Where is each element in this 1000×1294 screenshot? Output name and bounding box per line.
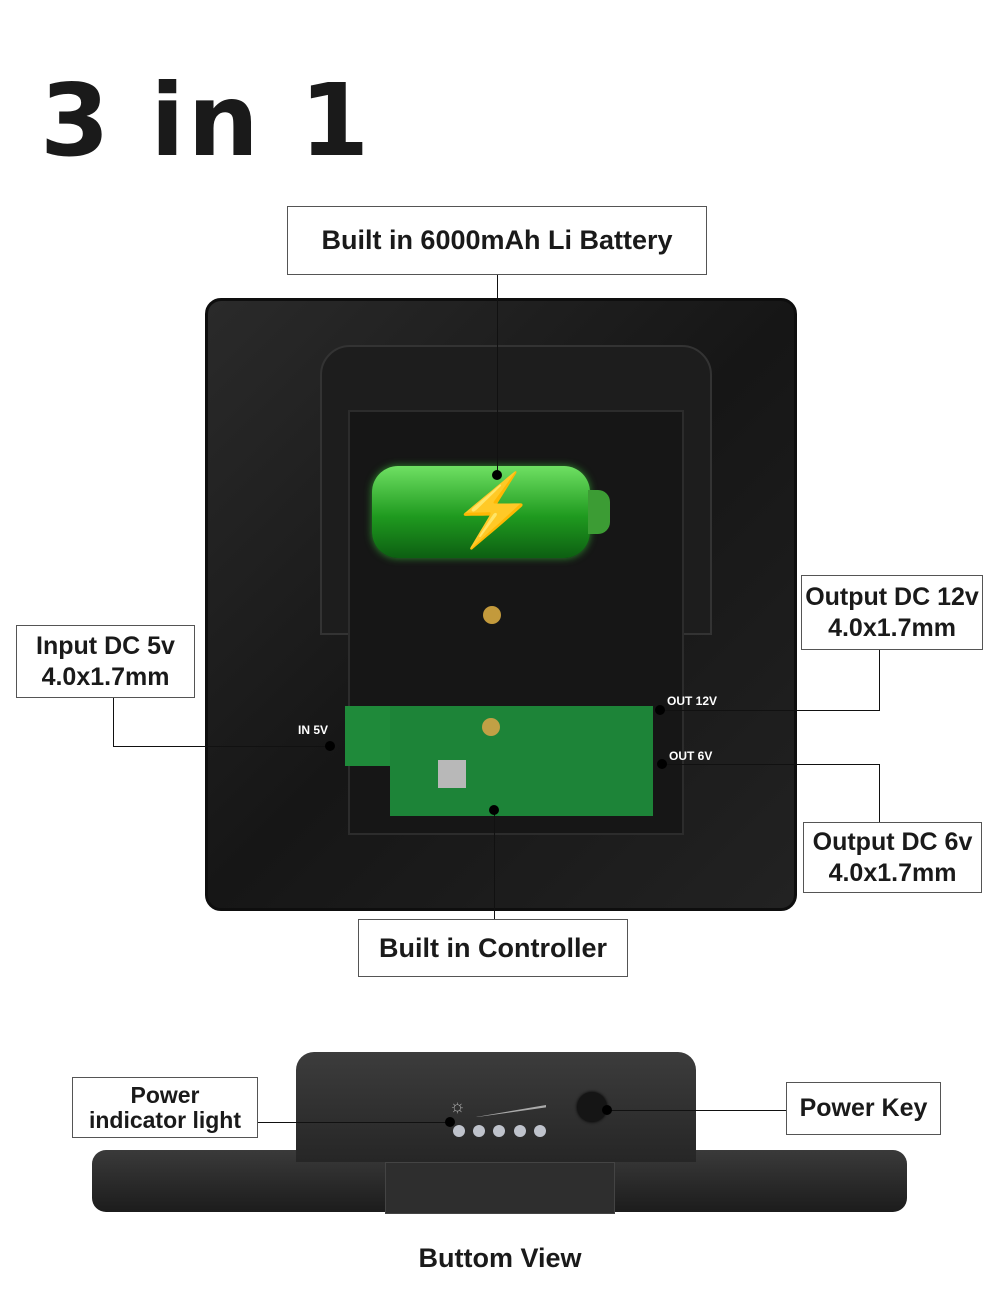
leader-line	[497, 274, 498, 475]
battery-icon	[372, 466, 590, 558]
leader-line	[113, 746, 330, 747]
leader-dot	[657, 759, 667, 769]
battery-cap-icon	[588, 490, 610, 534]
controller-pcb-lower	[390, 706, 653, 816]
leader-line	[660, 710, 880, 711]
callout-output-12v-size: 4.0x1.7mm	[828, 613, 956, 642]
callout-output-6v: Output DC 6v 4.0x1.7mm	[803, 822, 982, 893]
leader-dot	[445, 1117, 455, 1127]
bottom-view-caption: Buttom View	[418, 1243, 582, 1273]
lightning-bolt-icon: ⚡	[450, 471, 538, 549]
callout-input-text: Input DC 5v	[36, 631, 175, 660]
indicator-led	[473, 1125, 485, 1137]
callout-power-indicator-line2: indicator light	[88, 1106, 242, 1133]
page-title: 3 in 1	[40, 62, 373, 179]
callout-power-indicator: Power indicator light	[72, 1077, 258, 1138]
leader-dot	[492, 470, 502, 480]
leader-line	[257, 1122, 450, 1123]
port-label-in: IN 5V	[298, 723, 329, 737]
callout-output-6v-size: 4.0x1.7mm	[828, 858, 957, 887]
callout-power-key-text: Power Key	[799, 1094, 928, 1122]
callout-power-indicator-line1: Power	[130, 1081, 200, 1108]
callout-controller: Built in Controller	[358, 919, 628, 977]
indicator-led	[514, 1125, 526, 1137]
leader-line	[113, 697, 114, 746]
callout-controller-text: Built in Controller	[379, 932, 607, 963]
leader-line	[879, 649, 880, 710]
leader-dot	[655, 705, 665, 715]
callout-output-6v-text: Output DC 6v	[812, 827, 973, 856]
pcb-chip	[438, 760, 466, 788]
callout-battery-text: Built in 6000mAh Li Battery	[321, 225, 673, 255]
callout-output-12v-text: Output DC 12v	[805, 582, 979, 611]
leader-dot	[489, 805, 499, 815]
pcb-screw	[482, 718, 500, 736]
port-label-out6: OUT 6V	[669, 749, 713, 763]
callout-output-12v: Output DC 12v 4.0x1.7mm	[801, 575, 983, 650]
callout-input: Input DC 5v 4.0x1.7mm	[16, 625, 195, 698]
callout-battery: Built in 6000mAh Li Battery	[287, 206, 707, 275]
leader-line	[607, 1110, 786, 1111]
callout-power-key: Power Key	[786, 1082, 941, 1135]
indicator-led	[534, 1125, 546, 1137]
device-bottom-tab	[385, 1162, 615, 1214]
indicator-led	[493, 1125, 505, 1137]
leader-line	[662, 764, 880, 765]
indicator-led	[453, 1125, 465, 1137]
leader-line	[494, 810, 495, 919]
leader-dot	[325, 741, 335, 751]
device-bottom-body	[296, 1052, 696, 1162]
screw	[483, 606, 501, 624]
port-label-out12: OUT 12V	[667, 694, 718, 708]
sun-icon: ☼	[449, 1096, 466, 1116]
leader-line	[879, 764, 880, 822]
leader-dot	[602, 1105, 612, 1115]
callout-input-size: 4.0x1.7mm	[41, 662, 170, 691]
